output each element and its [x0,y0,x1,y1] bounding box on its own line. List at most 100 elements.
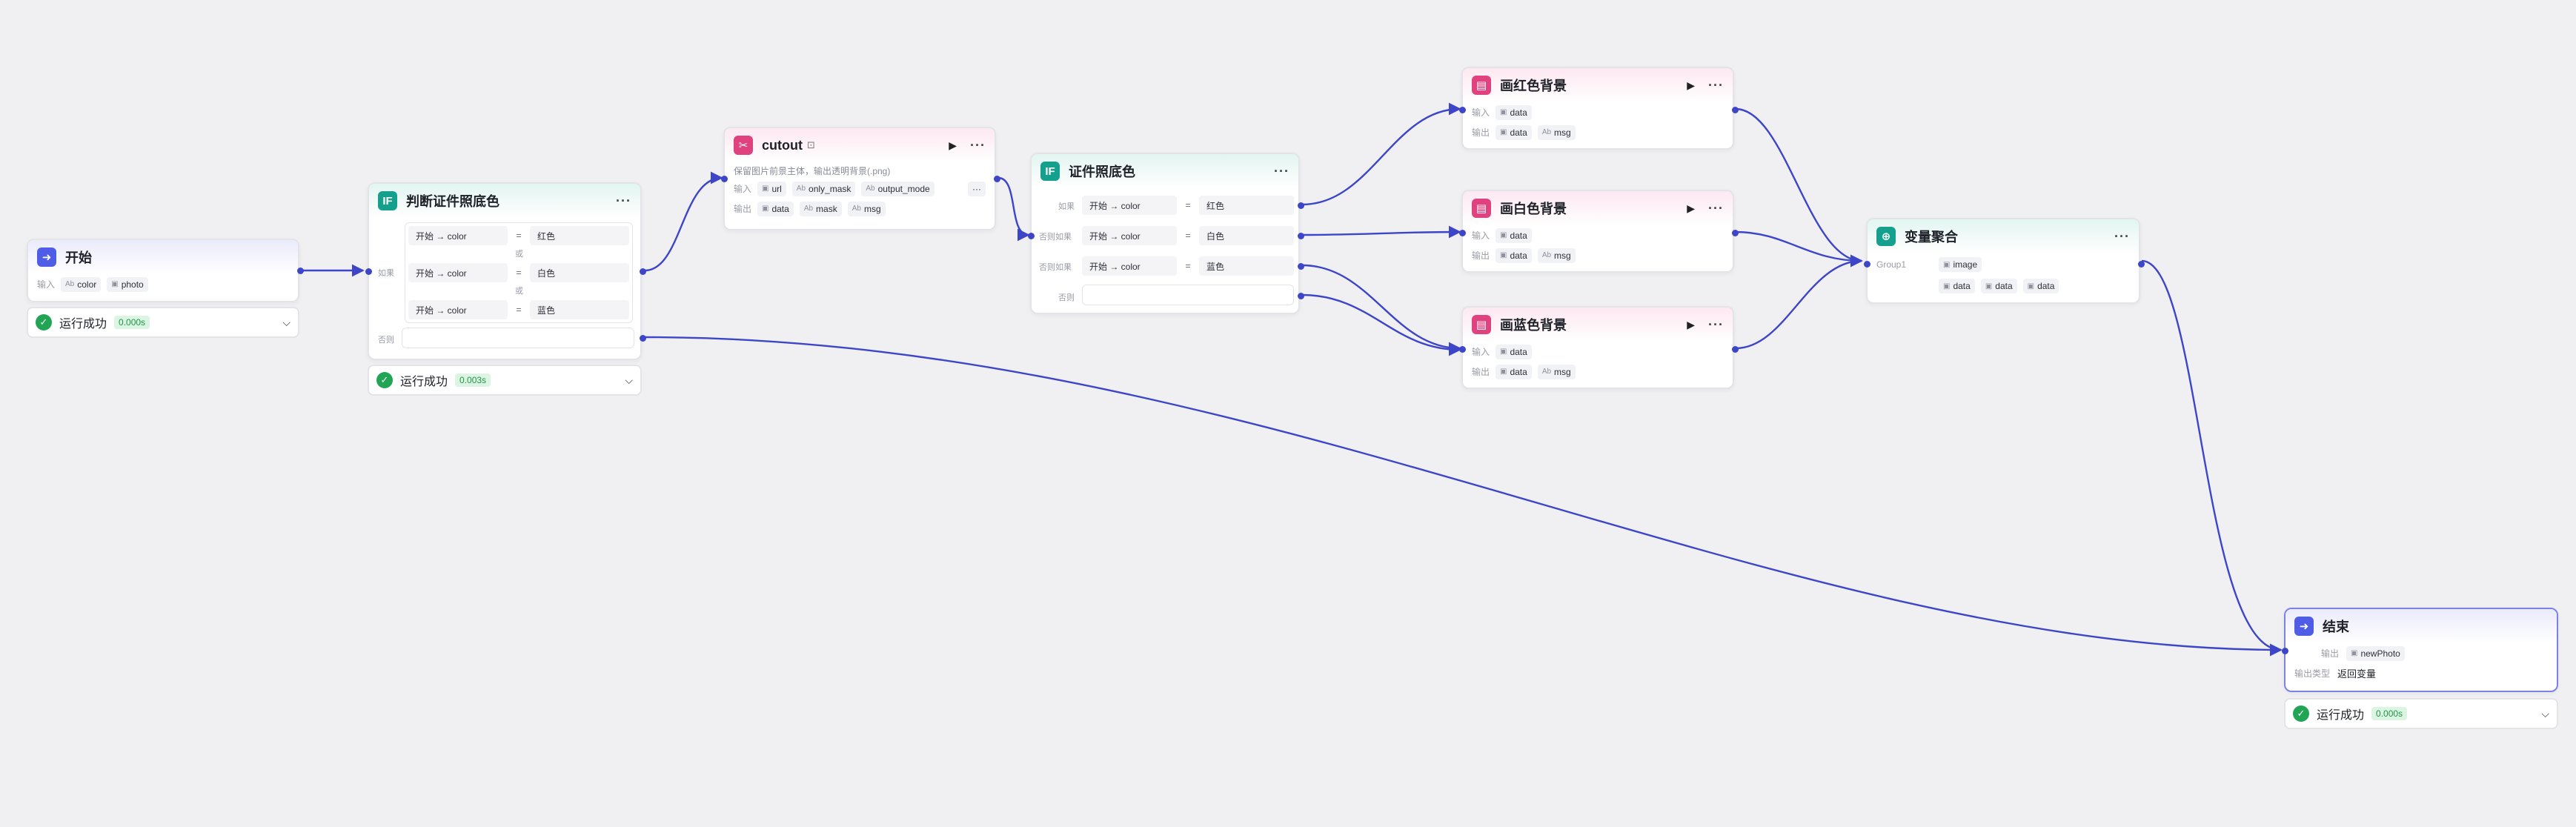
if-label: 如果 [378,269,394,278]
chevron-down-icon[interactable]: ⌵ [625,373,633,386]
image-type-icon: ▣ [1500,251,1507,259]
condition-row[interactable]: 开始 → color = 蓝色 [408,300,629,319]
more-inputs-icon[interactable]: ··· [968,181,986,196]
more-icon[interactable]: ··· [616,193,631,208]
run-icon[interactable]: ▶ [1687,79,1696,91]
output-port-red[interactable] [1298,202,1304,209]
more-icon[interactable]: ··· [1708,201,1724,216]
condition-right[interactable]: 红色 [530,226,629,245]
image-type-icon: ▣ [1500,368,1507,376]
branch-row[interactable]: 开始 → color = 白色 [1082,226,1294,245]
if-icon: IF [378,191,397,210]
output-port[interactable] [994,176,1000,182]
branch-row[interactable]: 开始 → color = 红色 [1082,196,1294,215]
group-label: Group1 [1876,259,1907,270]
output-port[interactable] [1732,107,1739,113]
run-status[interactable]: ✓ 运行成功 0.003s ⌵ [368,365,642,396]
condition-right[interactable]: 白色 [1199,226,1294,245]
edge-red-merge [1735,107,1863,268]
more-icon[interactable]: ··· [1708,317,1724,332]
output-port[interactable] [297,268,304,274]
condition-op[interactable]: = [1185,200,1191,210]
output-port-else[interactable] [1298,293,1304,299]
condition-right[interactable]: 红色 [1199,196,1294,215]
edge-idcolor-blue [1301,264,1461,355]
run-icon[interactable]: ▶ [1687,318,1696,331]
output-label: 输出 [1472,367,1490,377]
node-header: ⊕ 变量聚合 ··· [1868,219,2139,253]
output-port[interactable] [2138,261,2145,268]
condition-op[interactable]: = [1185,261,1191,271]
node-header: ▤ 画蓝色背景 ▶ ··· [1463,308,1733,342]
output-port[interactable] [1732,346,1739,353]
condition-op[interactable]: = [1185,230,1191,241]
more-icon[interactable]: ··· [1708,78,1724,93]
more-icon[interactable]: ··· [2114,229,2130,244]
node-idcolor[interactable]: IF 证件照底色 ··· 如果 开始 → color = 红色 否则如果 开始 … [1028,153,1304,314]
output-port-else[interactable] [640,335,646,342]
output-port-white[interactable] [1298,233,1304,239]
image-type-icon: ▣ [1985,282,1993,290]
condition-op[interactable]: = [516,268,522,278]
var-tag: ▣data [1980,279,2017,293]
chevron-down-icon[interactable]: ⌵ [2541,707,2549,720]
node-end[interactable]: ➜ 结束 输出 ▣newPhoto 输出类型 返回变量 [2282,608,2558,692]
run-icon[interactable]: ▶ [1687,202,1696,214]
output-port-true[interactable] [640,268,646,275]
run-status[interactable]: ✓ 运行成功 0.000s ⌵ [2284,698,2558,729]
node-judge[interactable]: IF 判断证件照底色 ··· 如果 开始 → color = 红色 或 开始 →… [365,182,646,360]
condition-op[interactable]: = [516,305,522,315]
condition-right[interactable]: 蓝色 [1199,256,1294,276]
condition-left[interactable]: 开始 → color [1082,226,1177,245]
image-type-icon: ▣ [1500,128,1507,136]
condition-row[interactable]: 开始 → color = 白色 [408,263,629,282]
condition-row[interactable]: 开始 → color = 红色 [408,226,629,245]
input-port[interactable] [365,268,372,275]
input-port[interactable] [721,176,728,182]
output-port-blue[interactable] [1298,263,1304,270]
condition-left[interactable]: 开始 → color [1082,196,1177,215]
condition-left[interactable]: 开始 → color [1082,256,1177,276]
condition-left[interactable]: 开始 → color [408,226,508,245]
run-status[interactable]: ✓ 运行成功 0.000s ⌵ [27,307,299,338]
input-port[interactable] [1459,107,1466,113]
else-field[interactable] [402,328,634,348]
condition-left[interactable]: 开始 → color [408,300,508,319]
status-text: 运行成功 [400,376,448,388]
node-title: 开始 [65,250,92,265]
node-merge[interactable]: ⊕ 变量聚合 ··· Group1 ▣image ▣data ▣data ▣da… [1864,218,2145,304]
more-icon[interactable]: ··· [970,138,986,153]
condition-op[interactable]: = [516,230,522,241]
input-port[interactable] [1459,230,1466,236]
run-icon[interactable]: ▶ [949,139,957,151]
condition-left[interactable]: 开始 → color [408,263,508,282]
branch-row[interactable]: 开始 → color = 蓝色 [1082,256,1294,276]
input-port[interactable] [1028,233,1035,239]
string-type-icon: Ab [1541,368,1552,376]
node-cutout[interactable]: ✂ cutout ⊡ ▶ ··· 保留图片前景主体，输出透明背景(.png) 输… [721,127,1000,230]
edge-else-blue [1301,293,1461,356]
input-port[interactable] [2282,648,2288,654]
image-type-icon: ▣ [762,185,769,193]
chevron-down-icon[interactable]: ⌵ [282,316,291,328]
var-tag: ▣photo [107,276,148,292]
more-icon[interactable]: ··· [1274,164,1289,179]
output-port[interactable] [1732,230,1739,236]
var-tag: ▣data [1939,279,1975,293]
condition-right[interactable]: 蓝色 [530,300,629,319]
image-icon: ▤ [1472,315,1491,334]
success-check-icon: ✓ [2293,705,2309,722]
input-port[interactable] [1459,346,1466,353]
else-field[interactable] [1082,285,1294,305]
input-port[interactable] [1864,261,1870,268]
else-label: 否则 [1058,293,1075,302]
var-tag: ▣data [1496,344,1532,359]
condition-right[interactable]: 白色 [530,263,629,282]
